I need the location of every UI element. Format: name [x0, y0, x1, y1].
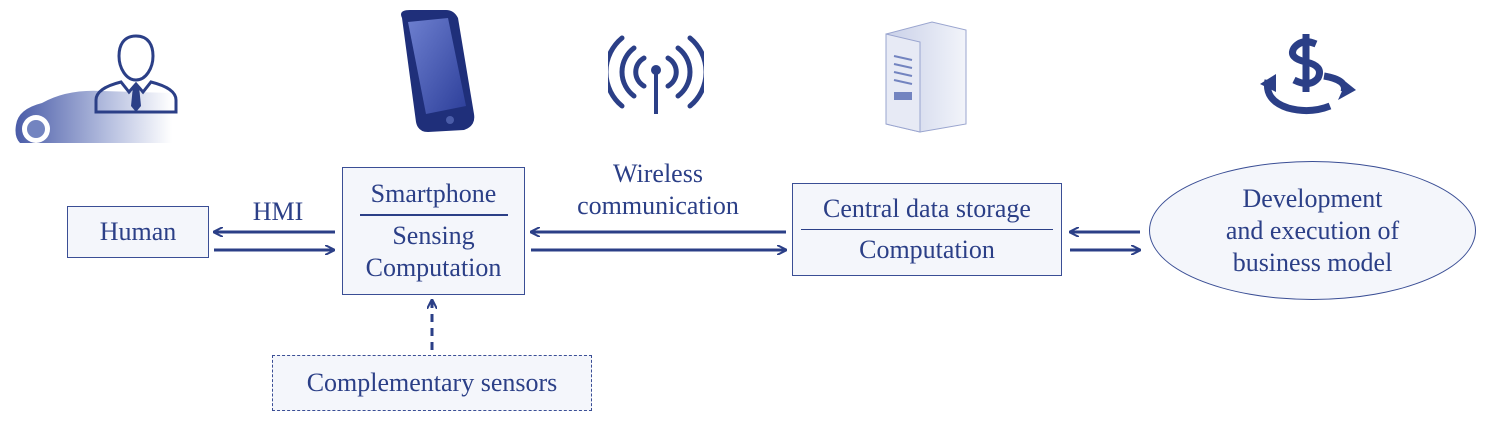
wireless-line2: communication [577, 191, 739, 220]
smartphone-computation: Computation [365, 252, 502, 282]
dollar-cycle-icon [1260, 34, 1356, 115]
antenna-icon [608, 35, 704, 114]
complementary-sensors-box: Complementary sensors [272, 355, 592, 411]
smartphone-title: Smartphone [370, 179, 497, 209]
smartphone-box: Smartphone Sensing Computation [342, 167, 525, 295]
server-icon [885, 21, 967, 133]
wireless-line1: Wireless [613, 159, 703, 188]
human-box: Human [67, 206, 209, 258]
central-title: Central data storage [823, 193, 1031, 223]
central-divider [801, 228, 1053, 231]
hmi-label: HMI [252, 197, 304, 226]
smartphone-sensing: Sensing [392, 220, 475, 250]
business-line1: Development [1242, 183, 1383, 213]
human-label: Human [99, 217, 177, 246]
central-storage-box: Central data storage Computation [792, 183, 1062, 276]
central-computation: Computation [859, 235, 995, 265]
business-model-ellipse: Development and execution of business mo… [1149, 161, 1476, 300]
sensors-label: Complementary sensors [306, 368, 558, 397]
wireless-label: Wireless communication [558, 158, 758, 222]
business-line2: and execution of [1225, 215, 1400, 245]
smartphone-divider [359, 214, 508, 216]
person-icon [94, 34, 178, 114]
business-line3: business model [1232, 247, 1393, 277]
smartphone-icon [401, 10, 475, 132]
